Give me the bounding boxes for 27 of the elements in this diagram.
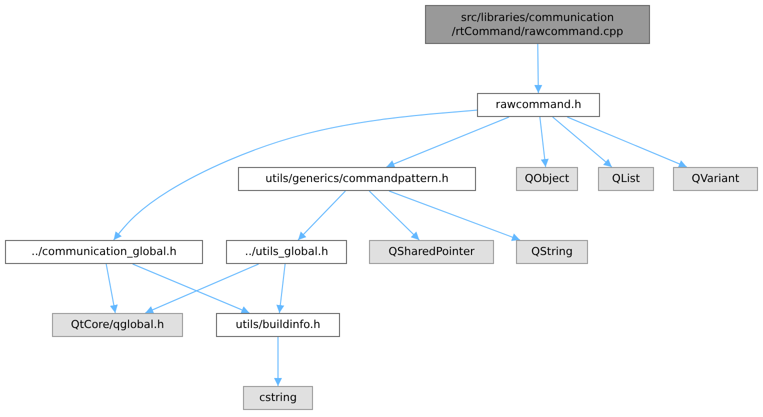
file-box: src/libraries/communication /rtCommand/rawcommand.cpp [425,5,650,44]
file-box: ../communication_global.h [5,240,203,264]
arrow [298,190,346,240]
external-file-box: QList [598,167,654,191]
arrow [552,116,612,168]
arrow [144,264,260,314]
arrow [566,116,688,168]
external-file-box: QString [516,240,588,264]
arrow [113,110,478,240]
external-file-box: QVariant [673,167,758,191]
arrow [386,116,510,168]
external-file-box: cstring [243,386,313,410]
arrow [276,264,286,314]
arrow [388,190,520,241]
file-box: utils/generics/commandpattern.h [238,167,476,191]
external-file-box: QtCore/qglobal.h [52,313,183,337]
external-file-box: QSharedPointer [369,240,494,264]
file-box: ../utils_global.h [226,240,347,264]
arrow [132,264,250,314]
file-box: utils/buildinfo.h [216,313,340,337]
file-box: rawcommand.h [477,93,600,117]
arrow [106,264,118,314]
arrow [274,336,282,386]
arrow [539,116,549,168]
arrow [534,44,542,94]
external-file-box: QObject [516,167,578,191]
arrow [368,190,420,240]
